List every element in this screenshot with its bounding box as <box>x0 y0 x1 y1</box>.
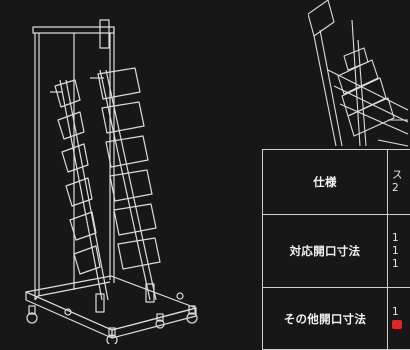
spec-value: ス 2 <box>388 150 410 215</box>
spec-label: 対応開口寸法 <box>263 215 388 288</box>
spec-value-line: 1 <box>392 232 410 245</box>
spec-label: その他開口寸法 <box>263 288 388 350</box>
spec-value: 1 <box>388 288 410 350</box>
spec-row-other-opening-size: その他開口寸法 1 <box>263 288 410 350</box>
red-badge-icon <box>392 320 402 329</box>
cart-rack-illustration <box>0 0 210 344</box>
spec-label: 仕様 <box>263 150 388 215</box>
spec-row-opening-size: 対応開口寸法 1 1 1 <box>263 215 410 288</box>
spec-value-line: 1 <box>392 245 410 258</box>
spec-row-specification: 仕様 ス 2 <box>263 150 410 215</box>
spec-value-line: ス <box>392 169 410 182</box>
spec-table: 仕様 ス 2 対応開口寸法 1 1 1 その他開口寸法 1 <box>262 149 410 350</box>
spec-value-line: 1 <box>392 306 410 319</box>
spec-value: 1 1 1 <box>388 215 410 288</box>
spec-value-line: 1 <box>392 258 410 271</box>
side-view-illustration <box>308 0 410 150</box>
spec-value-line: 2 <box>392 182 410 195</box>
